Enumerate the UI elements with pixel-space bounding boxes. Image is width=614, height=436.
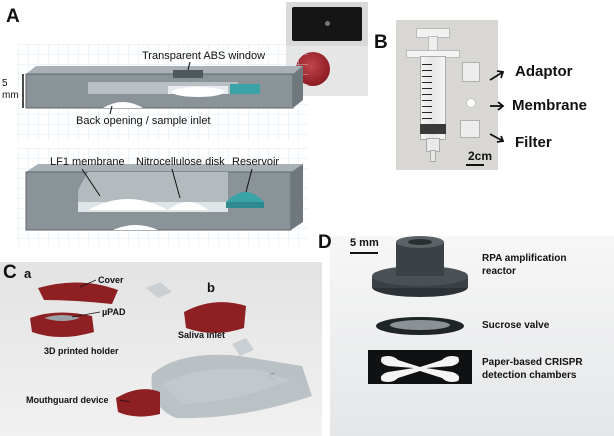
panel-b-letter: B [374, 32, 388, 53]
scale-label-5mm: 5 mm [2, 78, 19, 101]
membrane-b-label: Membrane [512, 97, 588, 114]
inlet-label: Back opening / sample inlet [76, 115, 211, 127]
panel-a-letter: A [6, 6, 20, 27]
scale-label-2cm: 2cm [468, 149, 493, 163]
holder-label: 3D printed holder [44, 346, 119, 356]
mouthguard-label: Mouthguard device [26, 395, 109, 405]
adaptor-label: Adaptor [515, 63, 573, 80]
cover-label: Cover [98, 275, 124, 285]
reservoir-label: Reservoir [232, 156, 280, 168]
disk-label: Nitrocellulose disk [136, 156, 225, 168]
upad-label: µPAD [102, 307, 126, 317]
panel-d-letter: D [318, 232, 332, 253]
device-photo-back [286, 2, 368, 46]
scale-bar-d [350, 252, 378, 254]
filter-label: Filter [515, 134, 552, 151]
device-cross-section-top [18, 44, 308, 140]
device-cross-section-bottom [18, 148, 308, 246]
panel-d-background [330, 236, 614, 436]
sub-label-b: b [207, 280, 215, 295]
reactor-label: RPA amplification reactor [482, 253, 567, 277]
scale-label-5mm-d: 5 mm [350, 237, 379, 249]
panel-c-letter: C [3, 262, 17, 283]
membrane-label: LF1 membrane [50, 156, 125, 168]
sub-label-a: a [24, 266, 32, 281]
window-label: Transparent ABS window [142, 50, 266, 62]
syringe-photo [396, 20, 498, 170]
valve-label: Sucrose valve [482, 320, 550, 331]
saliva-label: Saliva inlet [178, 330, 226, 340]
chambers-label: Paper-based CRISPR detection chambers [482, 357, 583, 381]
